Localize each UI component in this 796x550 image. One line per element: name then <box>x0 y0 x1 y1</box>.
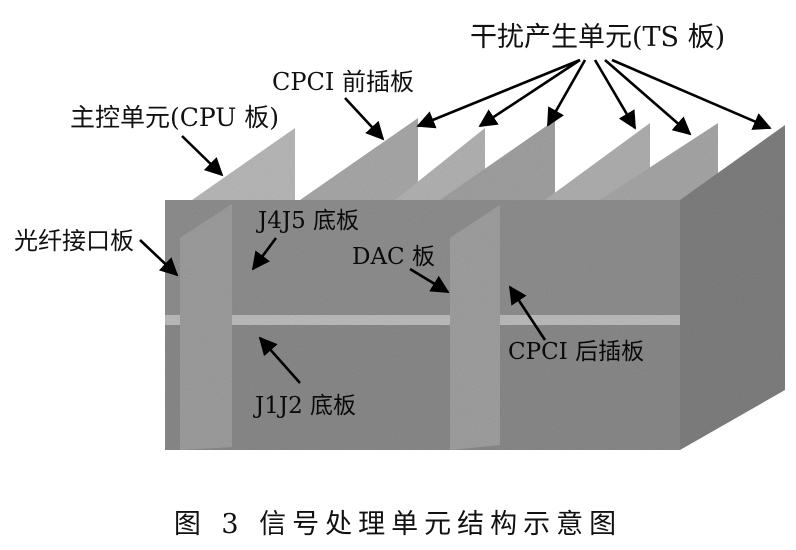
arrow-dac <box>409 267 450 294</box>
ts-board-2 <box>395 128 485 200</box>
label-ts-board: 干扰产生单元(TS 板) <box>470 22 726 53</box>
label-fiber-board: 光纤接口板 <box>14 227 134 255</box>
arrow-fiber <box>139 239 179 277</box>
slot-rail <box>165 315 680 325</box>
top-boards <box>192 118 718 200</box>
arrow-ts-4 <box>593 59 637 130</box>
cpu-board <box>192 128 295 200</box>
ts-board-1 <box>300 118 418 200</box>
arrow-cpci-rear <box>508 285 547 341</box>
arrows <box>139 58 772 384</box>
figure-caption: 图 3 信号处理单元结构示意图 <box>173 509 623 540</box>
label-dac: DAC 板 <box>352 244 435 270</box>
side-panel <box>680 125 785 450</box>
vertical-boards <box>180 204 500 450</box>
label-cpci-rear: CPCI 后插板 <box>508 339 645 365</box>
arrow-j4j5 <box>251 237 278 271</box>
chassis-front-lower <box>165 325 680 450</box>
label-cpu-board: 主控单元(CPU 板) <box>70 103 280 132</box>
chassis-front-upper <box>165 200 680 315</box>
ts-board-5 <box>600 123 718 200</box>
arrow-ts-2 <box>478 58 581 128</box>
arrow-ts-6 <box>611 58 772 130</box>
label-j1j2: J1J2 底板 <box>255 393 357 419</box>
arrow-ts-3 <box>546 59 587 127</box>
arrow-cpu <box>181 135 224 177</box>
ts-board-3 <box>440 120 555 200</box>
cpci-rear-board <box>450 205 500 450</box>
arrow-ts-5 <box>604 59 692 136</box>
arrow-ts-1 <box>416 58 581 129</box>
fiber-interface-board <box>180 204 232 450</box>
label-cpci-front: CPCI 前插板 <box>272 68 414 96</box>
ts-board-4 <box>545 123 650 200</box>
chassis-body <box>165 125 785 450</box>
arrow-cpci-front <box>344 97 385 141</box>
arrow-j1j2 <box>258 336 301 384</box>
label-j4j5: J4J5 底板 <box>258 208 360 234</box>
